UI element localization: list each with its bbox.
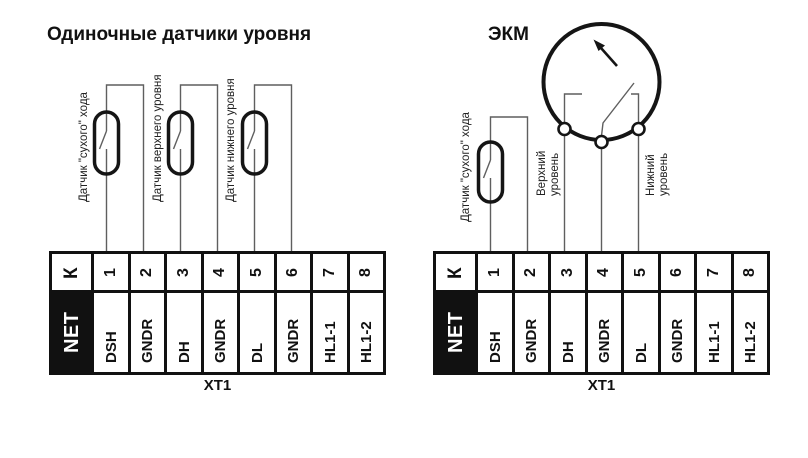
terminal-block-right: К NET 1 DSH 2 GNDR 3 DH 4 GNDR 5 DL 6 G — [433, 251, 770, 375]
terminal-column-5: 5 DL — [240, 254, 277, 372]
terminal-number: 4 — [595, 268, 613, 277]
terminal-signal: HL1-2 — [358, 321, 376, 363]
terminal-signal: HL1-1 — [705, 321, 723, 363]
lower-contact-post — [631, 93, 640, 123]
terminal-column-6: 6 GNDR — [276, 254, 313, 372]
terminal-signal: GNDR — [212, 318, 230, 363]
terminal-signal: GNDR — [285, 318, 303, 363]
terminal-number: 3 — [558, 268, 576, 277]
terminal-signal: DL — [632, 343, 650, 363]
movable-contact-arm — [600, 82, 635, 137]
header-k-label: К — [60, 267, 82, 279]
terminal-signal: DH — [559, 341, 577, 363]
sensor-lower-level-capsule-icon — [240, 110, 269, 176]
sensor-upper-level-capsule-icon — [166, 110, 195, 176]
terminal-column-7: 7 HL1-1 — [697, 254, 734, 372]
terminal-column-3: 3 DH — [551, 254, 588, 372]
terminal-column-5: 5 DL — [624, 254, 661, 372]
terminal-column-4: 4 GNDR — [587, 254, 624, 372]
sensor-lower-level-wires — [246, 84, 293, 251]
terminal-block-right-name: XT1 — [587, 377, 616, 394]
upper-contact-post — [563, 93, 582, 123]
terminal-column-2: 2 GNDR — [514, 254, 551, 372]
terminal-number: 3 — [174, 268, 192, 277]
terminal-signal: GNDR — [523, 318, 541, 363]
terminal-column-7: 7 HL1-1 — [313, 254, 350, 372]
terminal-column-3: 3 DH — [167, 254, 204, 372]
lower-level-terminal-dot — [631, 121, 646, 137]
terminal-number: 5 — [631, 268, 649, 277]
terminal-signal: HL1-2 — [742, 321, 760, 363]
common-terminal-dot — [594, 134, 609, 150]
upper-level-terminal-dot — [557, 121, 572, 137]
gauge-dial-icon — [541, 22, 662, 142]
gauge-terminal-dots — [557, 121, 646, 150]
terminal-signal: DH — [175, 341, 193, 363]
header-k-cell: К — [436, 254, 475, 293]
lower-level-contact-label: Нижний уровень — [645, 152, 670, 196]
gauge-needle-icon — [593, 39, 618, 67]
terminal-column-6: 6 GNDR — [660, 254, 697, 372]
terminal-number: 2 — [522, 268, 540, 277]
terminal-column-8: 8 HL1-2 — [349, 254, 383, 372]
terminal-number: 2 — [138, 268, 156, 277]
terminal-signal: GNDR — [596, 318, 614, 363]
terminal-number: 1 — [101, 268, 119, 277]
reed-switch-blade — [98, 130, 108, 150]
right-diagram-title: ЭКМ — [488, 24, 529, 45]
terminal-number: 5 — [247, 268, 265, 277]
terminal-block-header-column: К NET — [52, 254, 94, 372]
sensor-upper-level-label: Датчик верхнего уровня — [151, 74, 164, 202]
terminal-number: 1 — [485, 268, 503, 277]
terminal-block-left: К NET 1 DSH 2 GNDR 3 DH 4 GNDR 5 DL 6 G — [49, 251, 386, 375]
terminal-number: 6 — [284, 268, 302, 277]
terminal-signal: DSH — [102, 331, 120, 363]
terminal-number: 4 — [211, 268, 229, 277]
ekm-sensor-capsule-icon — [476, 140, 505, 204]
terminal-column-2: 2 GNDR — [130, 254, 167, 372]
ekm-sensor-label: Датчик "сухого" хода — [459, 112, 472, 222]
terminal-block-left-name: XT1 — [203, 377, 232, 394]
sensor-dry-run-wires — [98, 84, 145, 251]
terminal-signal: DL — [248, 343, 266, 363]
reed-switch-blade — [482, 159, 492, 179]
terminal-signal: GNDR — [669, 318, 687, 363]
terminal-number: 8 — [741, 268, 759, 277]
sensor-lower-level-label: Датчик нижнего уровня — [224, 78, 237, 202]
header-net-cell: NET — [52, 293, 91, 372]
terminal-number: 7 — [704, 268, 722, 277]
terminal-column-1: 1 DSH — [94, 254, 131, 372]
header-net-cell: NET — [436, 293, 475, 372]
sensor-dry-run-capsule-icon — [92, 110, 121, 176]
terminal-signal: GNDR — [139, 318, 157, 363]
sensor-upper-level-wires — [172, 84, 219, 251]
ekm-sensor-dry-run-wires — [482, 116, 529, 251]
terminal-number: 7 — [320, 268, 338, 277]
ekm-gauge-wires — [563, 82, 640, 251]
header-k-label: К — [444, 267, 466, 279]
header-k-cell: К — [52, 254, 91, 293]
terminal-block-header-column: К NET — [436, 254, 478, 372]
terminal-column-1: 1 DSH — [478, 254, 515, 372]
header-net-label: NET — [60, 311, 83, 354]
header-net-label: NET — [444, 311, 467, 354]
reed-switch-blade — [172, 130, 182, 150]
terminal-signal: HL1-1 — [321, 321, 339, 363]
left-diagram-title: Одиночные датчики уровня — [47, 24, 312, 45]
terminal-column-8: 8 HL1-2 — [733, 254, 767, 372]
sensor-dry-run-label: Датчик "сухого" хода — [77, 92, 90, 202]
terminal-number: 6 — [668, 268, 686, 277]
terminal-number: 8 — [357, 268, 375, 277]
terminal-signal: DSH — [486, 331, 504, 363]
reed-switch-blade — [246, 130, 256, 150]
upper-level-contact-label: Верхний уровень — [536, 150, 561, 196]
terminal-column-4: 4 GNDR — [203, 254, 240, 372]
